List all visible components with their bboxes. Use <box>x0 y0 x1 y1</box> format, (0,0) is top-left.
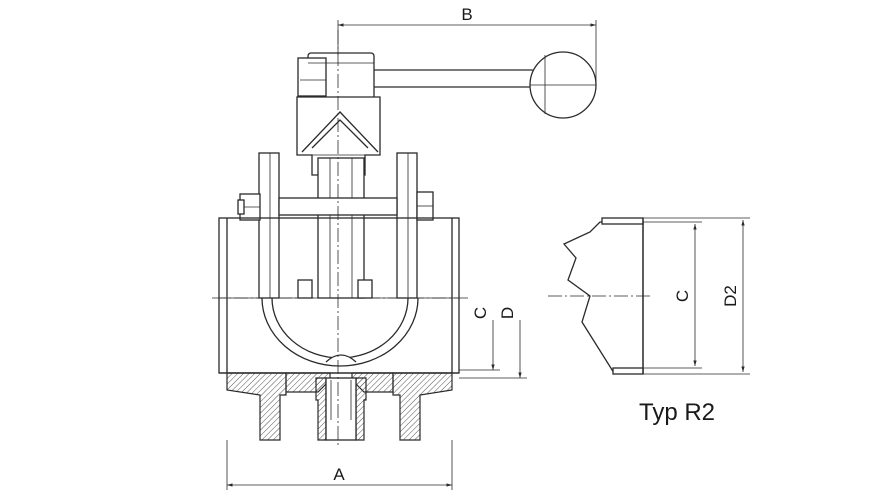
valve-main-view <box>212 30 597 445</box>
label-A: A <box>333 465 345 484</box>
label-C-right: C <box>673 290 692 302</box>
bottom-flange <box>219 372 459 441</box>
handle-head <box>297 52 375 100</box>
mounting-ears <box>258 152 418 299</box>
dimension-D2 <box>643 217 750 375</box>
label-C-left: C <box>471 307 490 319</box>
caption-typ-r2: Typ R2 <box>639 399 715 426</box>
bolt-crossbar <box>237 191 434 221</box>
typ-r2-detail <box>548 217 650 375</box>
valve-disc <box>261 279 419 367</box>
dimension-C-right <box>643 221 702 369</box>
dimension-A <box>226 440 453 490</box>
handle-body <box>296 96 381 176</box>
shaft <box>317 157 365 299</box>
handle-lever <box>369 51 597 119</box>
label-D2: D2 <box>721 285 740 307</box>
dimension-B <box>337 20 597 85</box>
label-B: B <box>461 5 472 24</box>
label-D: D <box>498 307 517 319</box>
dimension-C-D-left <box>459 320 527 379</box>
